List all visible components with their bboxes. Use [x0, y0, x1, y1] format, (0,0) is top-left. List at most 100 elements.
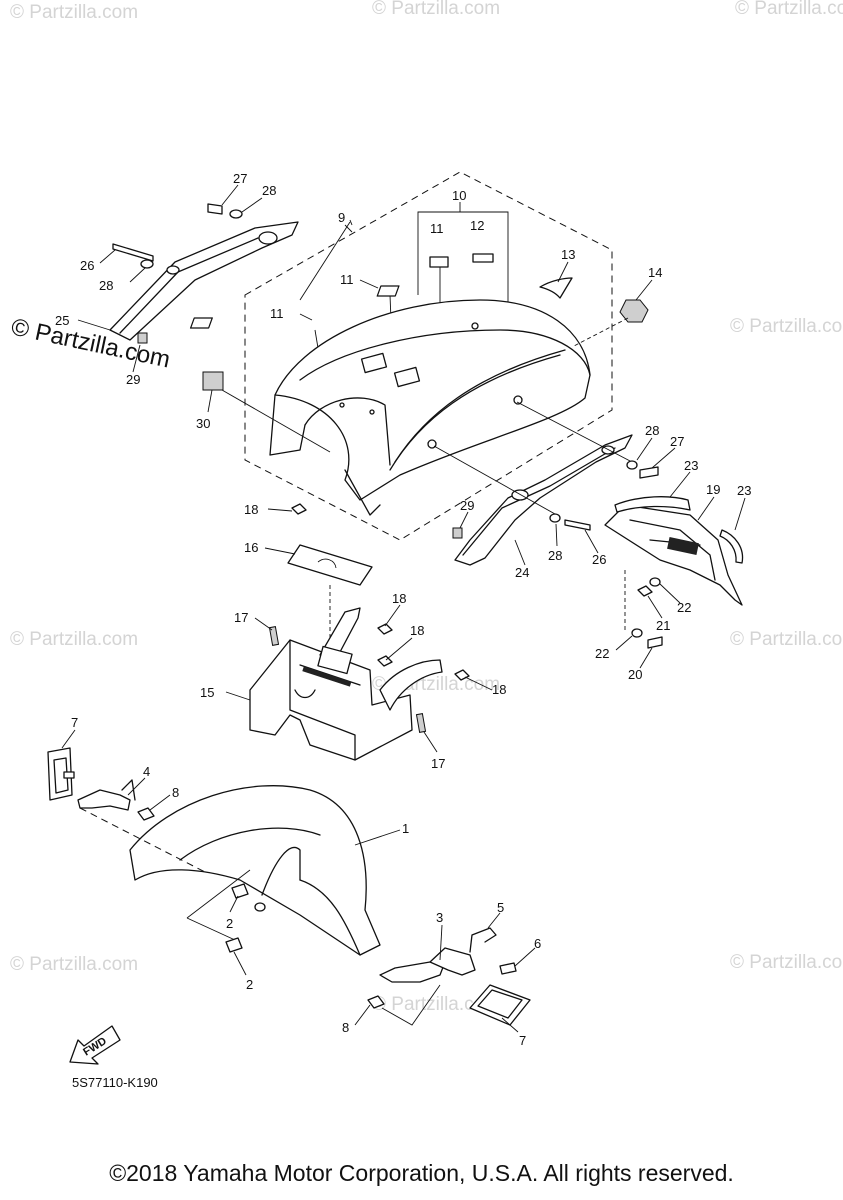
- callout-label: 14: [648, 265, 662, 280]
- bolt-2: [225, 937, 243, 953]
- callout-label: 18: [492, 682, 506, 697]
- leader-bracket-10: [417, 202, 509, 305]
- washer-22: [631, 628, 643, 638]
- decal-11: [189, 317, 213, 329]
- tail-bracket-19: [604, 504, 743, 606]
- bracket-3: [379, 961, 446, 983]
- callout-label: 4: [143, 764, 150, 779]
- watermark: © Partzilla.com: [10, 629, 138, 650]
- callout-label: 10: [452, 188, 466, 203]
- callout-label: 8: [172, 785, 179, 800]
- emblem-13: [539, 277, 573, 299]
- callout-label: 1: [402, 821, 409, 836]
- washer-28: [626, 460, 638, 470]
- grommet-14: [619, 299, 649, 323]
- bolt-26: [112, 243, 154, 262]
- callout-label: 27: [670, 434, 684, 449]
- callout-label: 5: [497, 900, 504, 915]
- grab-rail-left-25: [109, 221, 299, 341]
- watermark: © Partzilla.com: [10, 2, 138, 23]
- spacer-29: [137, 332, 148, 344]
- bolt-27: [207, 203, 223, 215]
- callout-label: 13: [561, 247, 575, 262]
- callout-label: 8: [342, 1020, 349, 1035]
- leader: [299, 221, 351, 301]
- callout-label: 11: [340, 272, 354, 287]
- callout-label: 18: [410, 623, 424, 638]
- leader: [516, 401, 633, 463]
- callout-label: 29: [126, 372, 140, 387]
- rear-fender: [269, 299, 591, 516]
- callout-label: 28: [99, 278, 113, 293]
- bolt-26: [564, 519, 591, 531]
- callout-label: 11: [430, 221, 444, 236]
- callout-label: 9: [338, 210, 345, 225]
- watermark: © Partzilla.com: [10, 954, 138, 975]
- callout-label: 2: [226, 916, 233, 931]
- bracket-3-plate: [429, 947, 476, 976]
- inner-fender-15: [249, 607, 443, 761]
- callout-label: 7: [519, 1033, 526, 1048]
- callout-label: 24: [515, 565, 529, 580]
- grab-rail-right-24: [454, 434, 633, 566]
- callout-label: 2: [246, 977, 253, 992]
- fwd-arrow: FWD: [69, 1025, 121, 1065]
- washer-28: [549, 513, 561, 523]
- washer-28: [229, 209, 243, 219]
- watermark: © Partzilla.com: [372, 994, 500, 1015]
- callout-label: 7: [71, 715, 78, 730]
- reflector-front-7: [47, 747, 73, 801]
- callout-label: 28: [645, 423, 659, 438]
- callout-label: 20: [628, 667, 642, 682]
- callout-label: 18: [392, 591, 406, 606]
- callout-label: 16: [244, 540, 258, 555]
- bolt-20: [647, 636, 663, 649]
- pad-30: [202, 371, 224, 391]
- callout-label: 11: [270, 306, 284, 321]
- callout-label: 3: [436, 910, 443, 925]
- callout-label: 21: [656, 618, 670, 633]
- front-fender-1: [129, 785, 381, 956]
- spacer-29: [452, 527, 463, 539]
- callout-label: 6: [534, 936, 541, 951]
- callout-label: 17: [431, 756, 445, 771]
- callout-label: 17: [234, 610, 248, 625]
- watermark: © Partzilla.com: [730, 316, 843, 337]
- callout-label: 27: [233, 171, 247, 186]
- callout-label: 23: [684, 458, 698, 473]
- watermark: © Partzilla.com: [372, 0, 500, 19]
- callout-label: 22: [677, 600, 691, 615]
- callout-label: 15: [200, 685, 214, 700]
- watermark: © Partzilla.com: [730, 952, 843, 973]
- decal-11: [429, 256, 449, 268]
- brace-5: [469, 927, 497, 953]
- bolt-27: [639, 466, 659, 479]
- callouts: 27 28 26 28 25 29 9 10 11 12 11 11 13 14…: [55, 171, 751, 1048]
- cover-23: [719, 529, 744, 564]
- callout-label: 26: [80, 258, 94, 273]
- decal-11: [376, 285, 400, 297]
- watermark: © Partzilla.com: [735, 0, 843, 19]
- callout-label: 26: [592, 552, 606, 567]
- callout-label: 23: [737, 483, 751, 498]
- screw-18: [377, 655, 393, 667]
- diagram-code: 5S77110-K190: [72, 1075, 158, 1090]
- leader: [571, 317, 629, 348]
- callout-label: 12: [470, 218, 484, 233]
- gasket-16: [287, 544, 373, 586]
- stud: [63, 771, 75, 779]
- copyright-notice: ©2018 Yamaha Motor Corporation, U.S.A. A…: [109, 1160, 734, 1186]
- bolt-6: [499, 962, 517, 975]
- leader: [381, 984, 441, 1026]
- callout-leaders: [61, 184, 746, 1033]
- nut-21: [637, 585, 653, 597]
- callout-label: 22: [595, 646, 609, 661]
- callout-label: 29: [460, 498, 474, 513]
- clip-17: [268, 626, 280, 646]
- washer-28: [140, 259, 154, 269]
- bracket-4: [77, 789, 131, 811]
- cover-23: [614, 496, 691, 513]
- assembly-boundary: [244, 171, 613, 541]
- callout-label: 19: [706, 482, 720, 497]
- nut-8: [367, 995, 385, 1009]
